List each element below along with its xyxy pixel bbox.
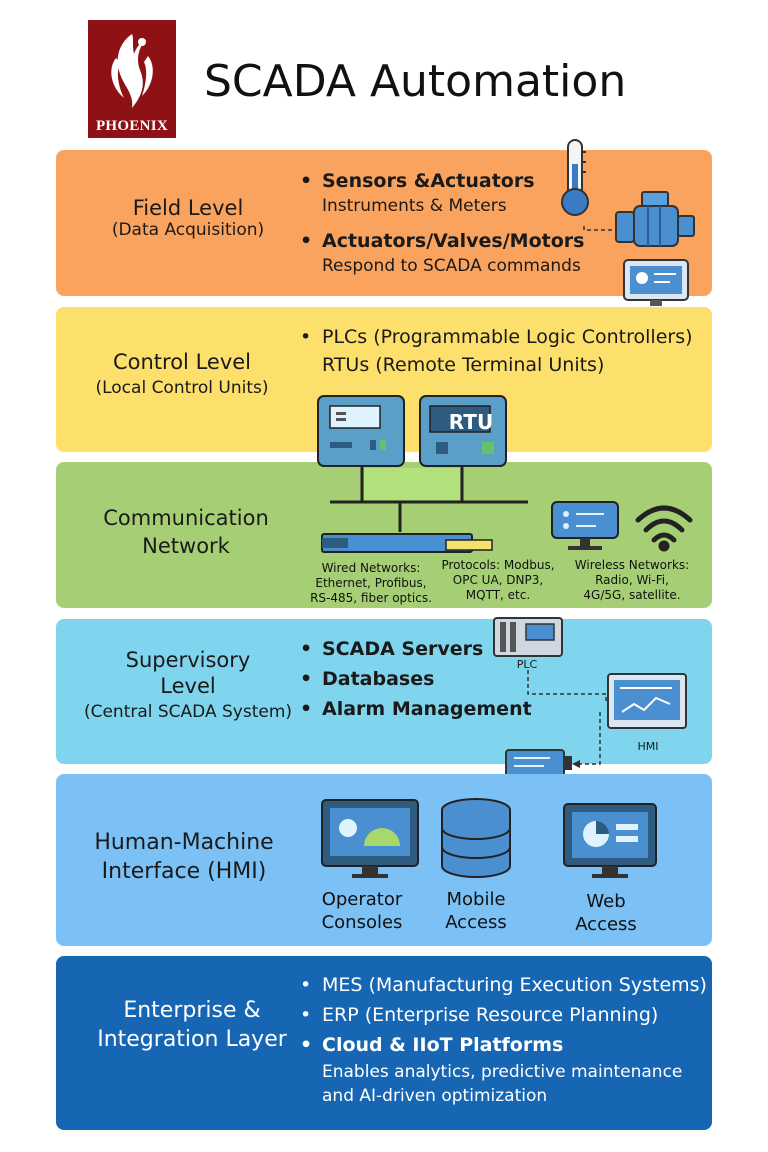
phoenix-bird-icon: [111, 34, 153, 108]
wireless-line-1: Wireless Networks:: [574, 558, 690, 572]
monitor-icon: [623, 259, 689, 306]
supervisory-bullets: SCADA Servers Databases Alarm Management: [300, 638, 532, 720]
web-access-line-1: Web: [586, 891, 626, 912]
hmi-title-2: Interface (HMI): [101, 859, 267, 884]
control-bullets: PLCs (Programmable Logic Controllers) RT…: [300, 326, 693, 376]
supervisory-title-1: Supervisory: [125, 648, 251, 672]
wireless-line-2: Radio, Wi-Fi,: [595, 573, 669, 587]
enterprise-bullet-mes: MES (Manufacturing Execution Systems): [300, 974, 707, 996]
database-icon: [441, 798, 511, 878]
wifi-icon: [635, 505, 693, 552]
supervisory-devices-illustration: [493, 617, 687, 777]
hmi-monitor-icon: [607, 673, 687, 729]
plc-device-icon: [317, 395, 405, 467]
rtu-label: RTU: [448, 410, 494, 434]
mobile-access-line-1: Mobile: [446, 889, 506, 910]
enterprise-bullet-erp: ERP (Enterprise Resource Planning): [300, 1004, 707, 1026]
enterprise-title-2: Integration Layer: [97, 1027, 287, 1052]
mobile-access-caption: Mobile Access: [426, 888, 526, 934]
rtu-device-icon: [419, 395, 507, 467]
communication-label: Communication Network: [66, 506, 306, 558]
field-bullet-1-title: Sensors &Actuators: [322, 170, 535, 192]
supervisory-level-label: Supervisory Level (Central SCADA System): [70, 648, 306, 722]
web-access-line-2: Access: [575, 914, 637, 935]
control-bullet-plc: PLCs (Programmable Logic Controllers): [300, 326, 693, 348]
plc-caption: PLC: [516, 658, 538, 671]
communication-title-2: Network: [142, 534, 230, 558]
field-bullet-2-desc: Respond to SCADA commands: [322, 256, 581, 276]
wired-line-1: Wired Networks:: [321, 561, 421, 575]
mobile-access-line-2: Access: [445, 912, 507, 933]
protocols-line-1: Protocols: Modbus,: [441, 558, 555, 572]
control-network-devices-illustration: [317, 395, 693, 553]
field-level-label: Field Level (Data Acquisition): [70, 196, 306, 240]
enterprise-title-1: Enterprise &: [123, 998, 261, 1023]
field-bullet-1-desc: Instruments & Meters: [322, 196, 507, 216]
wireless-line-3: 4G/5G, satellite.: [583, 588, 681, 602]
field-title: Field Level: [132, 196, 244, 220]
control-title: Control Level: [112, 350, 252, 374]
enterprise-bullet-cloud: Cloud & IIoT Platforms: [300, 1034, 707, 1056]
operator-consoles-line-1: Operator: [321, 889, 403, 910]
database-server-icon: [505, 749, 572, 777]
web-access-caption: Web Access: [556, 890, 656, 936]
supervisory-title-2: Level: [160, 674, 216, 698]
wireless-networks-caption: Wireless Networks: Radio, Wi-Fi, 4G/5G, …: [566, 558, 698, 603]
control-bullet-rtu: RTUs (Remote Terminal Units): [322, 354, 605, 376]
communication-title-1: Communication: [103, 506, 269, 530]
server-plc-icon: [493, 617, 563, 657]
operator-consoles-caption: Operator Consoles: [306, 888, 418, 934]
field-subtitle: (Data Acquisition): [111, 220, 265, 240]
field-bullet-1: Sensors &Actuators Instruments & Meters: [322, 170, 535, 216]
supervisory-bullet-alarms: Alarm Management: [300, 698, 532, 720]
operator-consoles-line-2: Consoles: [321, 912, 403, 933]
hmi-title-1: Human-Machine: [94, 830, 274, 855]
protocols-caption: Protocols: Modbus, OPC UA, DNP3, MQTT, e…: [436, 558, 560, 603]
phoenix-logo: PHOENIX: [88, 20, 176, 138]
supervisory-bullet-databases: Databases: [300, 668, 532, 690]
field-bullet-2: Actuators/Valves/Motors Respond to SCADA…: [322, 230, 584, 276]
valve-motor-icon: [615, 191, 695, 247]
wired-networks-caption: Wired Networks: Ethernet, Profibus, RS-4…: [300, 561, 442, 606]
logo-text: PHOENIX: [95, 118, 169, 134]
wired-line-2: Ethernet, Profibus,: [315, 576, 427, 590]
enterprise-desc-1: Enables analytics, predictive maintenanc…: [322, 1062, 683, 1082]
control-subtitle: (Local Control Units): [95, 378, 269, 398]
thermometer-icon: [561, 139, 589, 216]
supervisory-subtitle: (Central SCADA System): [83, 702, 293, 722]
page-title: SCADA Automation: [204, 56, 627, 107]
wireless-device-icon: [551, 501, 619, 550]
protocols-line-3: MQTT, etc.: [465, 588, 531, 602]
hmi-level-label: Human-Machine Interface (HMI): [64, 830, 304, 884]
wired-line-3: RS-485, fiber optics.: [310, 591, 432, 605]
enterprise-desc-2: and AI-driven optimization: [322, 1086, 548, 1106]
field-devices-illustration: [561, 139, 695, 306]
enterprise-bullets: MES (Manufacturing Execution Systems) ER…: [300, 974, 707, 1106]
operator-console-icon: [321, 799, 419, 878]
control-level-label: Control Level (Local Control Units): [62, 350, 302, 398]
enterprise-level-label: Enterprise & Integration Layer: [72, 998, 312, 1052]
protocols-line-2: OPC UA, DNP3,: [452, 573, 544, 587]
field-bullet-2-title: Actuators/Valves/Motors: [322, 230, 584, 252]
protocol-bus-icon: [445, 539, 493, 551]
web-access-monitor-icon: [563, 803, 657, 878]
hmi-caption: HMI: [637, 740, 659, 753]
hmi-devices-illustration: [321, 798, 657, 878]
supervisory-bullet-servers: SCADA Servers: [300, 638, 532, 660]
